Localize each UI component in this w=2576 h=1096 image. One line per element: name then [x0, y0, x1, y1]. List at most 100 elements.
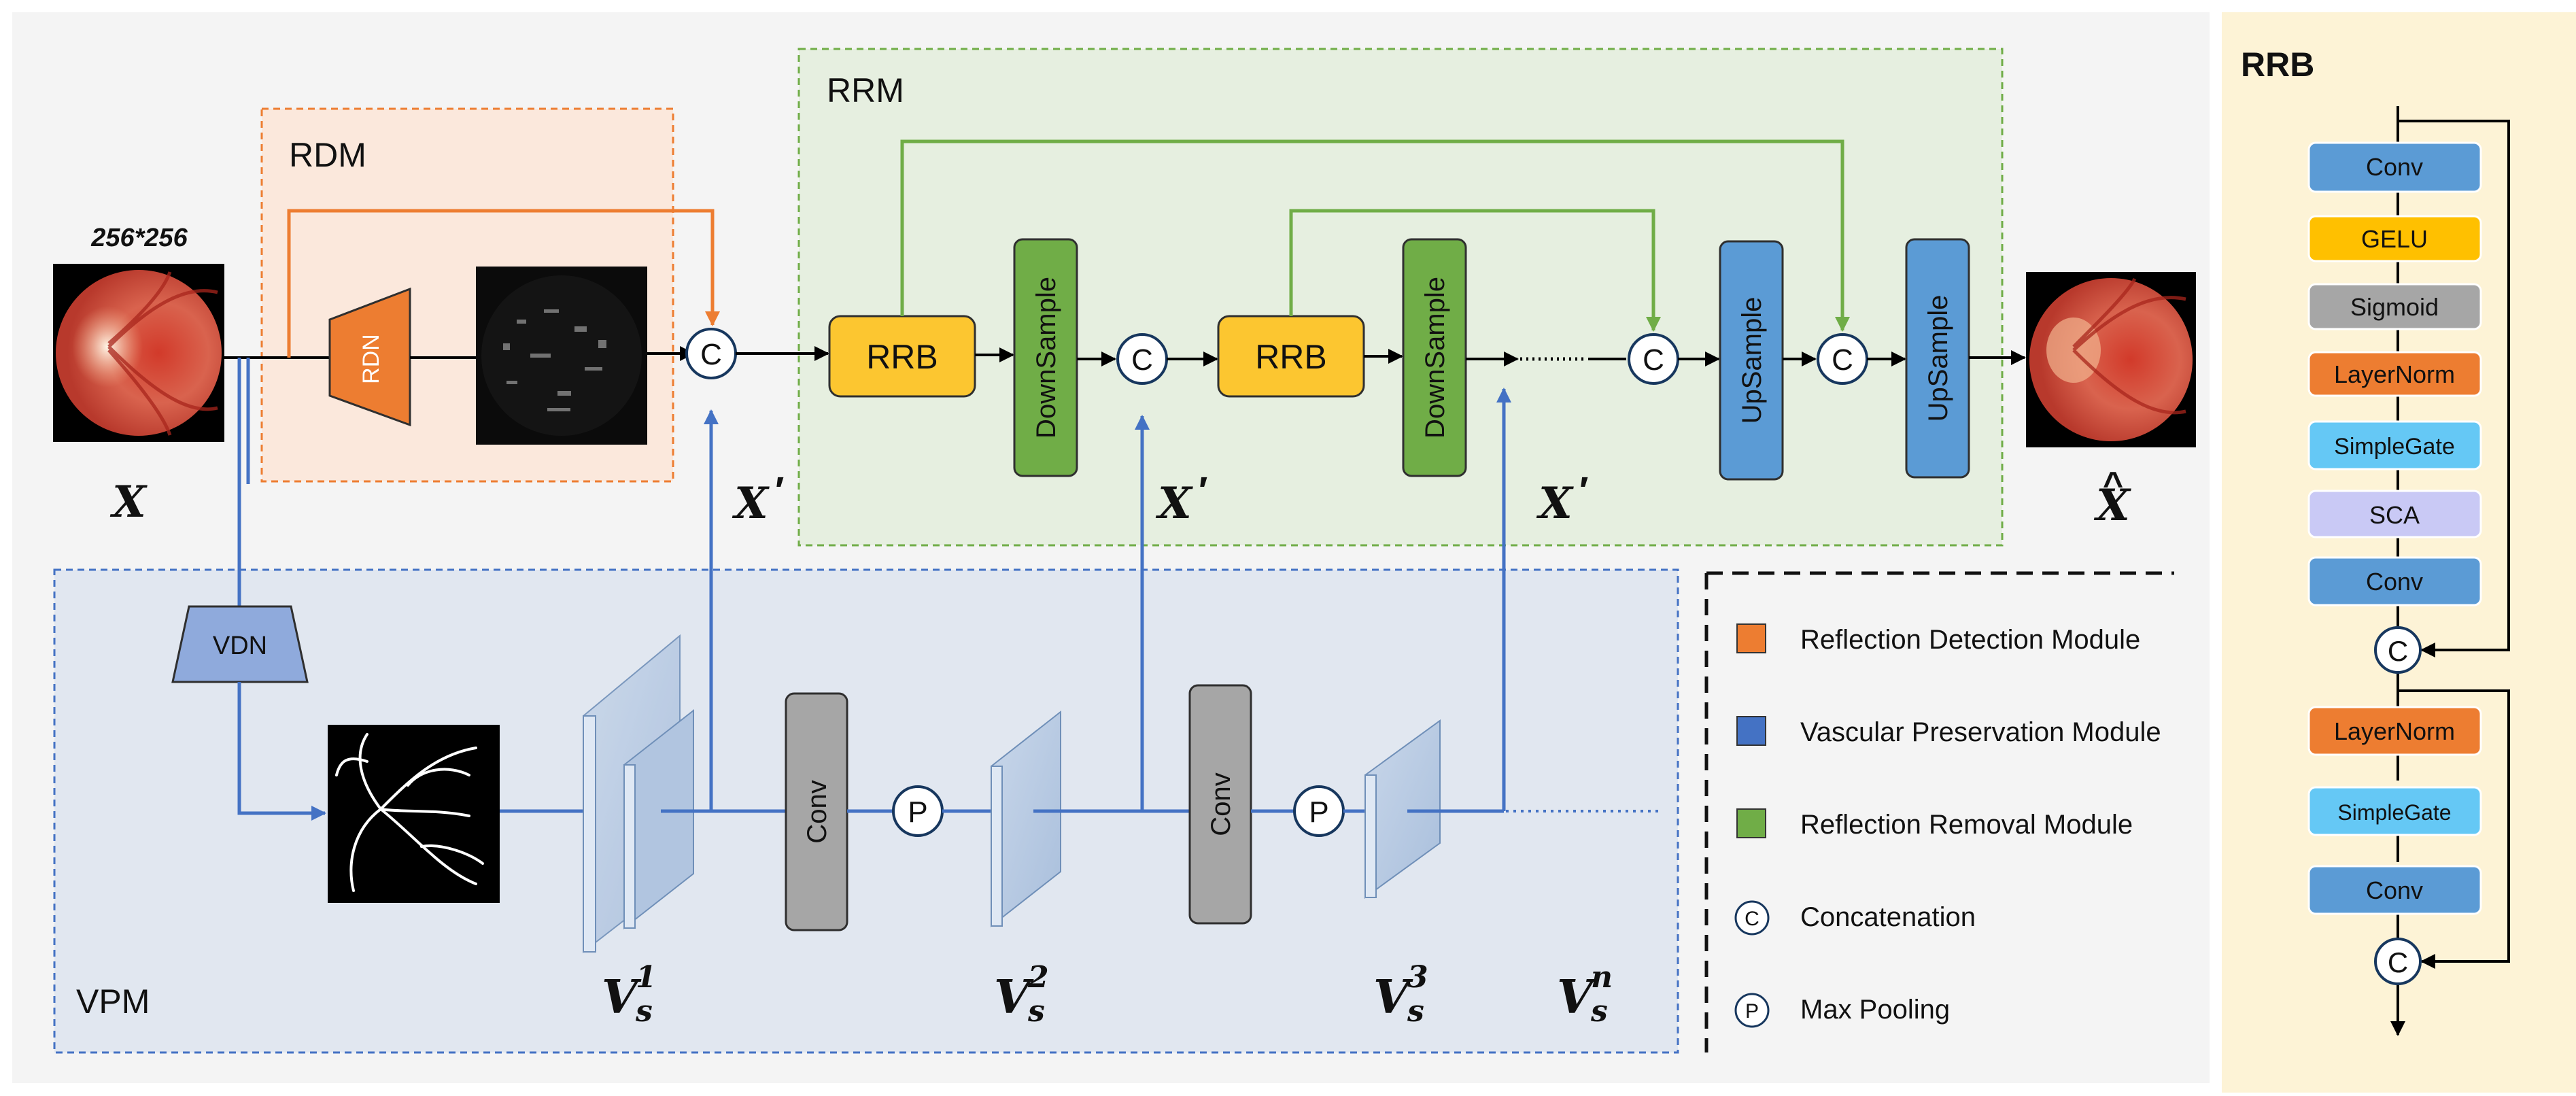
rrb-layer-label-2: Sigmoid	[2350, 293, 2439, 321]
feature-label-v2: V 2 s	[994, 960, 1049, 1029]
output-hat: ^	[2103, 465, 2123, 504]
upsample-block-2-label: UpSample	[1923, 295, 1953, 422]
rrb-concat-node-1	[2374, 626, 2422, 674]
svg-text:Reflection Removal Module: Reflection Removal Module	[1800, 810, 2133, 840]
rrb-layer-label-6: Conv	[2366, 568, 2423, 596]
rdn-block	[328, 287, 411, 427]
feature-slab-v2	[991, 710, 1061, 928]
rrb-layer-box-1	[2307, 215, 2482, 262]
xprime-label-2: X ′	[1155, 468, 1207, 529]
vdn-block	[171, 605, 309, 683]
rrb-panel-title: RRB	[2241, 46, 2314, 84]
rrb-layer-box-7	[2307, 706, 2482, 756]
rrb-block-2-label: RRB	[1255, 338, 1327, 376]
downsample-block-2-label: DownSample	[1420, 277, 1450, 439]
rrm-box	[797, 48, 2004, 547]
svg-text:V: V	[1557, 970, 1597, 1025]
rrb-layer-box-9	[2307, 865, 2482, 915]
rrb-layer-label-1: GELU	[2361, 225, 2428, 253]
rrb-layer-box-4	[2307, 420, 2482, 470]
vpm-title: VPM	[76, 982, 150, 1021]
svg-text:s: s	[1407, 994, 1424, 1029]
rrb-layer-label-5: SCA	[2369, 501, 2420, 529]
rrm-title: RRM	[827, 71, 904, 109]
svg-text:′: ′	[1199, 468, 1207, 511]
rrb-layer-label-8: SimpleGate	[2337, 800, 2451, 825]
svg-text:s: s	[1590, 994, 1608, 1029]
feature-slab-v1	[583, 634, 694, 954]
svg-text:Reflection Detection Module: Reflection Detection Module	[1800, 625, 2140, 655]
rrb-layer-box-8	[2307, 786, 2482, 836]
svg-text:n: n	[1591, 960, 1613, 995]
rrb-layer-label-0: Conv	[2366, 153, 2423, 181]
feature-label-vn: V n s	[1557, 960, 1613, 1029]
orange-skip-line	[287, 209, 720, 358]
rrb-concat-node-1-label: C	[2388, 635, 2408, 667]
svg-text:Vascular Preservation Module: Vascular Preservation Module	[1800, 717, 2161, 747]
legend-item-concatenation: C Concatenation	[1734, 900, 1976, 936]
rrb-layer-box-5	[2307, 490, 2482, 538]
svg-text:2: 2	[1027, 960, 1049, 995]
vdn-label: VDN	[213, 632, 267, 660]
legend-item-max-pooling: P Max Pooling	[1734, 993, 1950, 1028]
input-fundus-image	[53, 264, 224, 442]
rrb-layer-box-6	[2307, 556, 2482, 606]
conv-block-1-label: Conv	[802, 780, 832, 843]
vessel-map-image	[328, 725, 500, 903]
rrb-concat-node-2-label: C	[2388, 946, 2408, 978]
svg-text:Max Pooling: Max Pooling	[1800, 995, 1950, 1025]
svg-text:s: s	[1027, 994, 1045, 1029]
rrb-layer-label-9: Conv	[2366, 876, 2423, 904]
svg-text:s: s	[635, 994, 653, 1029]
pool-node-2-label: P	[1309, 795, 1328, 829]
pool-node-1-label: P	[908, 795, 927, 829]
vdn-to-vessel-map	[237, 682, 326, 821]
conv-block-2	[1188, 684, 1252, 925]
rrb-layer-stack: Conv GELU Sigmoid LayerNorm SimpleGate S…	[2307, 141, 2482, 915]
rdm-title: RDM	[289, 136, 366, 174]
svg-text:Concatenation: Concatenation	[1800, 902, 1976, 932]
upsample-block-1-label: UpSample	[1737, 297, 1767, 424]
rrb-detail	[2390, 106, 2510, 1036]
downsample-block-1-label: DownSample	[1031, 277, 1061, 439]
svg-text:X: X	[1155, 478, 1193, 529]
feature-label-v1: V 1 s	[602, 960, 657, 1029]
rrb-concat-node-2	[2374, 938, 2422, 985]
rrb-layer-label-7: LayerNorm	[2334, 717, 2455, 745]
svg-text:′: ′	[775, 468, 784, 511]
svg-text:3: 3	[1407, 960, 1428, 995]
xprime-label-3: X ′	[1536, 468, 1588, 529]
rrb-block-1-label: RRB	[866, 338, 938, 376]
rrb-layer-label-4: SimpleGate	[2334, 434, 2455, 460]
concat-node-1-label: C	[700, 338, 722, 371]
reflection-map-image	[476, 267, 647, 445]
concat-node-3-label: C	[1643, 343, 1664, 377]
input-size-label: 256*256	[90, 224, 188, 252]
legend-item-reflection-detection: Reflection Detection Module	[1736, 623, 2140, 655]
svg-text:V: V	[994, 970, 1034, 1025]
legend-item-vascular-preservation: Vascular Preservation Module	[1736, 716, 2161, 747]
input-x-label: X	[109, 477, 148, 528]
rdn-label: RDN	[358, 334, 384, 384]
svg-text:X: X	[1536, 478, 1574, 529]
rrb-layer-box-0	[2307, 141, 2482, 193]
feature-label-v3: V 3 s	[1373, 960, 1428, 1029]
rrb-layer-box-2	[2307, 283, 2482, 330]
svg-text:V: V	[1373, 970, 1413, 1025]
green-skip-inner	[1289, 209, 1661, 332]
output-x-label: X	[2093, 480, 2131, 531]
rrb-layer-box-3	[2307, 351, 2482, 397]
svg-text:C: C	[1745, 908, 1759, 930]
concat-node-2-label: C	[1131, 343, 1153, 377]
xprime-label-1: X ′	[732, 468, 784, 529]
legend-item-reflection-removal: Reflection Removal Module	[1736, 808, 2133, 840]
output-fundus-image	[2026, 272, 2196, 447]
green-skip-outer	[900, 139, 1850, 332]
svg-text:P: P	[1745, 1000, 1759, 1023]
rrb-layer-label-3: LayerNorm	[2334, 360, 2455, 388]
svg-text:X: X	[732, 478, 770, 529]
svg-text:V: V	[602, 970, 642, 1025]
svg-text:′: ′	[1579, 468, 1588, 511]
